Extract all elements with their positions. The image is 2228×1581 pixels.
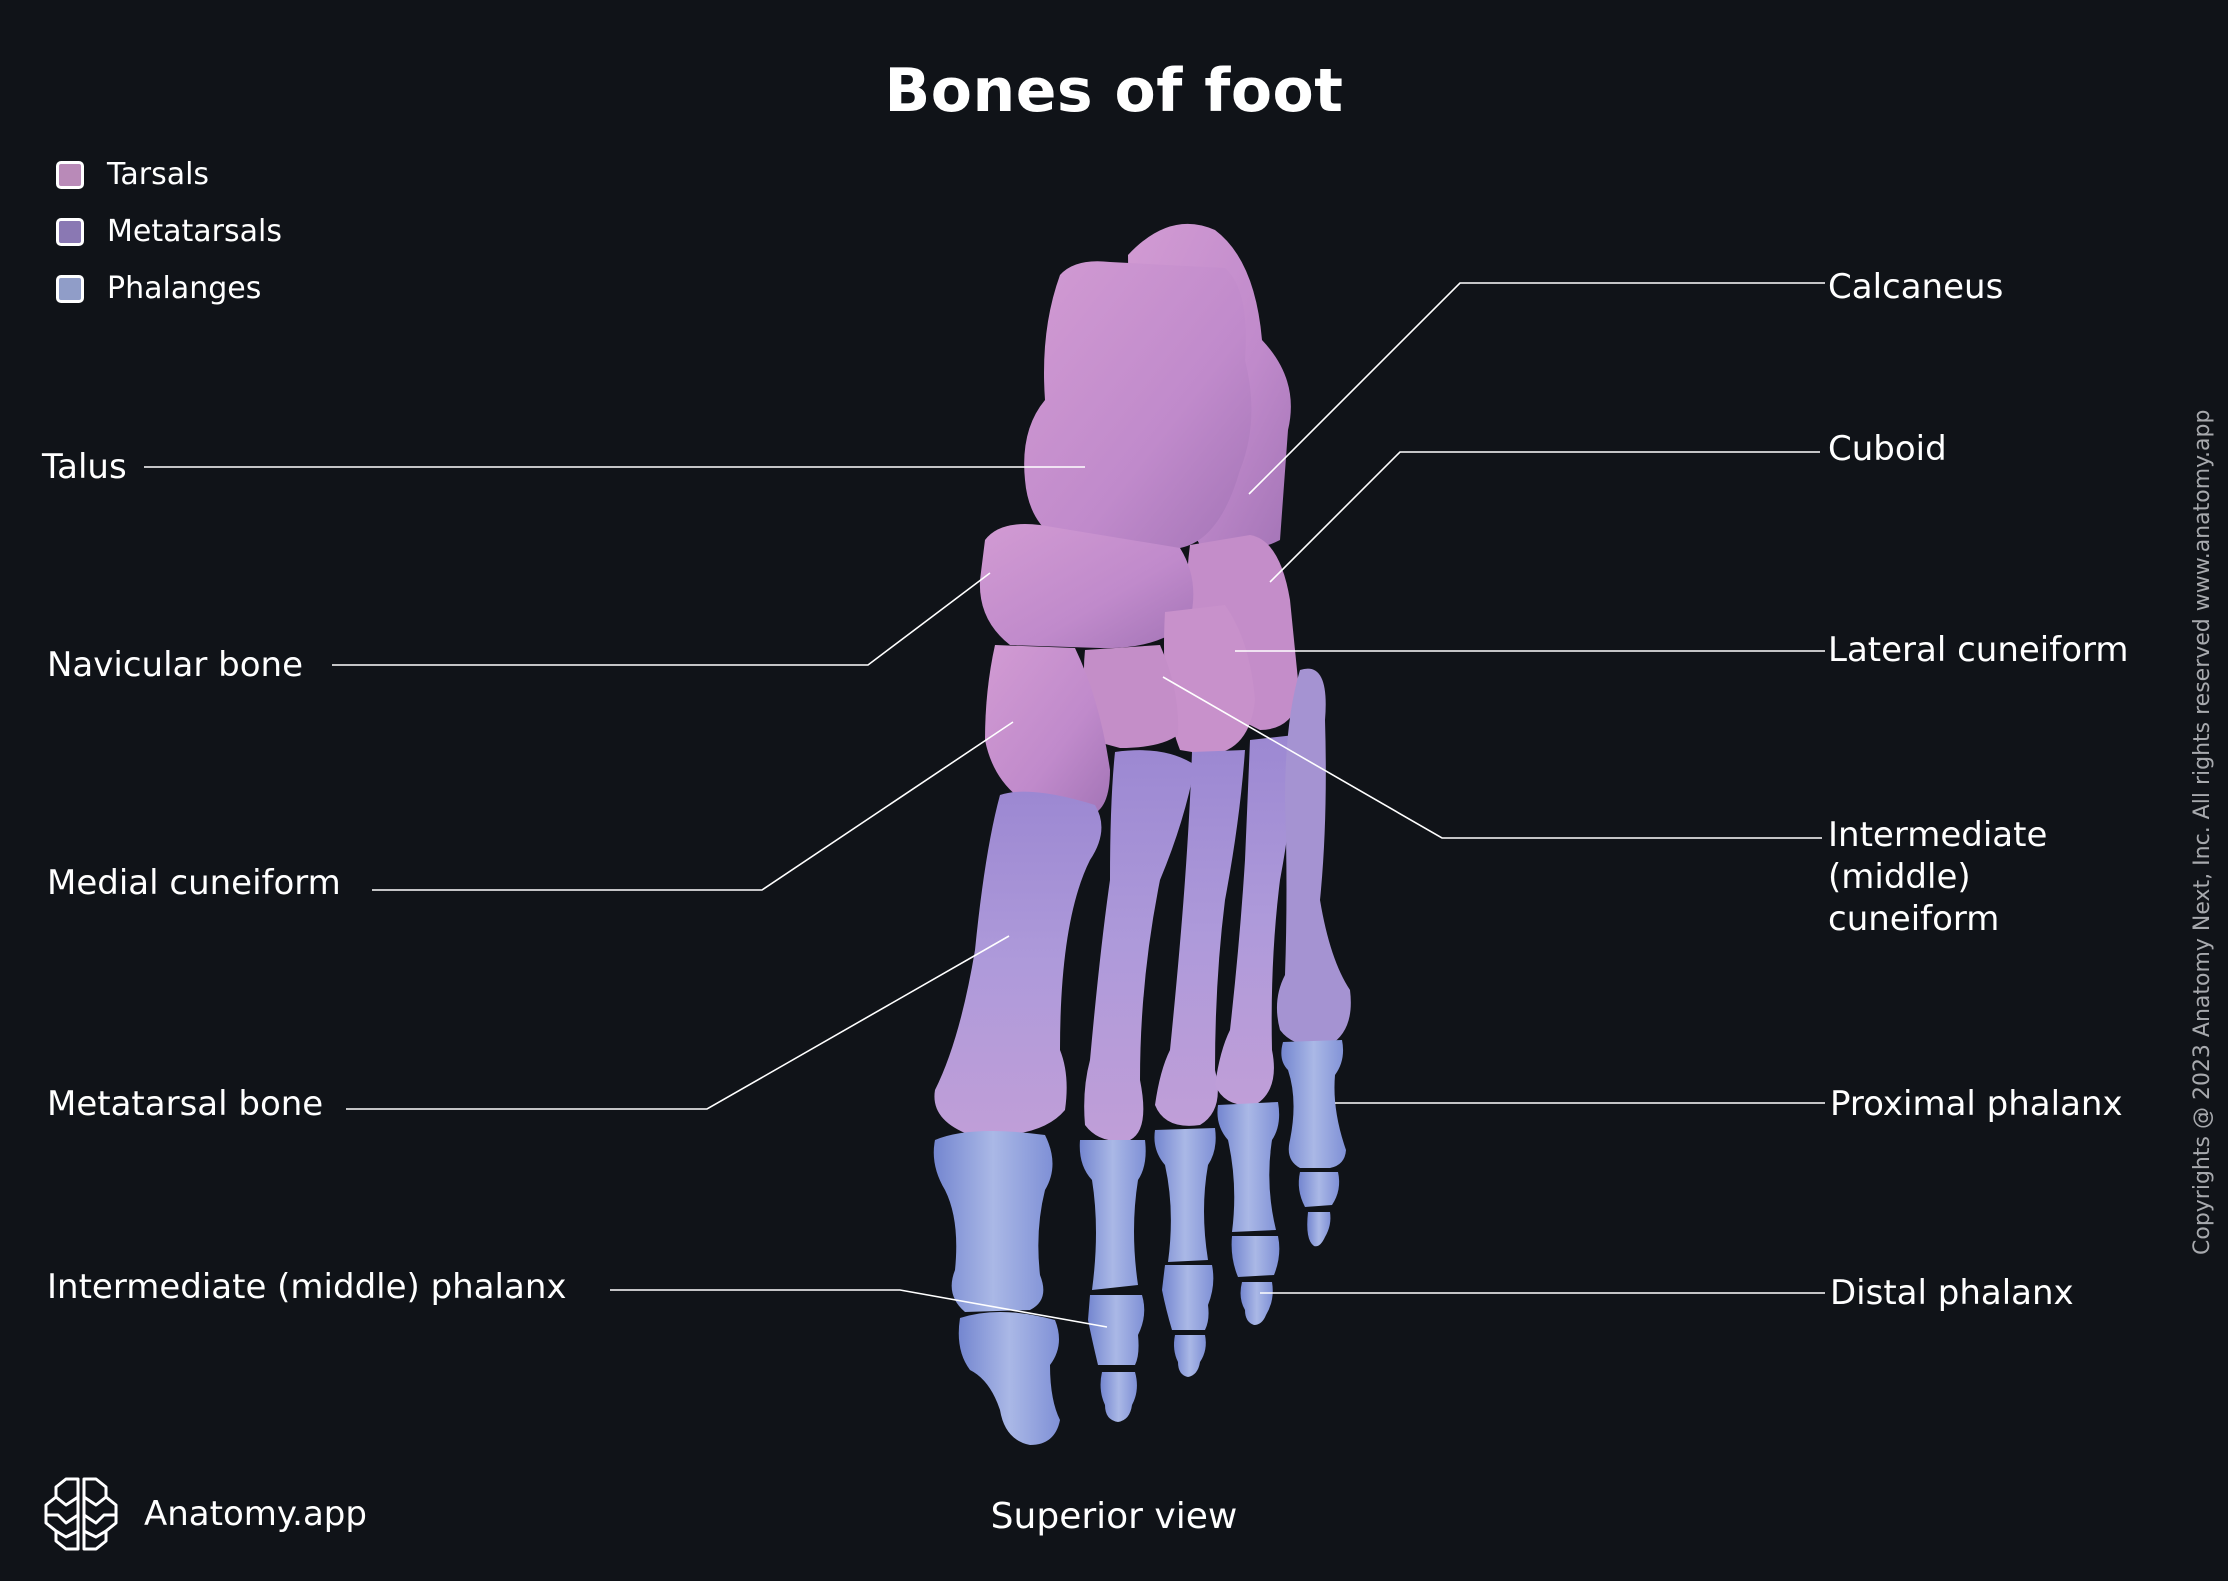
toe5-distal-phalanx xyxy=(1307,1212,1331,1247)
talus-bone xyxy=(1024,261,1252,552)
metatarsal-1-bone xyxy=(934,791,1102,1136)
view-caption: Superior view xyxy=(990,1496,1238,1537)
brand-name: Anatomy.app xyxy=(144,1494,367,1534)
phalanges-swatch xyxy=(56,274,84,303)
copyright-notice: Copyrights @ 2023 Anatomy Next, Inc. All… xyxy=(2190,409,2215,1255)
label-medial-cuneiform: Medial cuneiform xyxy=(47,863,341,903)
toe3-proximal-phalanx xyxy=(1154,1128,1216,1262)
label-calcaneus: Calcaneus xyxy=(1828,267,2004,307)
toe5-proximal-phalanx xyxy=(1281,1040,1346,1168)
label-metatarsal-bone: Metatarsal bone xyxy=(47,1084,324,1124)
metatarsal-2-bone xyxy=(1084,750,1195,1141)
legend-label: Tarsals xyxy=(107,157,210,192)
brand-logo[interactable]: Anatomy.app xyxy=(40,1475,367,1553)
toe2-middle-phalanx xyxy=(1088,1295,1145,1365)
label-lateral-cuneiform: Lateral cuneiform xyxy=(1828,630,2129,670)
toe3-middle-phalanx xyxy=(1162,1265,1214,1330)
metatarsal-5-bone xyxy=(1276,668,1351,1046)
toe3-distal-phalanx xyxy=(1174,1335,1206,1377)
legend-label: Phalanges xyxy=(107,271,262,306)
tarsals-swatch xyxy=(56,160,84,189)
hallux-distal-phalanx xyxy=(958,1311,1060,1445)
toe4-distal-phalanx xyxy=(1240,1282,1273,1325)
navicular-bone xyxy=(979,524,1194,649)
label-navicular-bone: Navicular bone xyxy=(47,645,303,685)
label-cuboid: Cuboid xyxy=(1828,429,1947,469)
label-distal-phalanx: Distal phalanx xyxy=(1830,1273,2074,1313)
metatarsal-4-bone xyxy=(1215,735,1295,1106)
label-intermediate-phalanx: Intermediate (middle) phalanx xyxy=(47,1267,567,1307)
brain-icon xyxy=(44,1477,118,1551)
toe2-proximal-phalanx xyxy=(1079,1140,1146,1290)
toe2-distal-phalanx xyxy=(1100,1372,1137,1422)
leader-lines xyxy=(144,282,1825,1328)
legend-label: Metatarsals xyxy=(107,214,282,249)
legend-item-tarsals: Tarsals xyxy=(56,146,282,203)
medial-cuneiform-bone xyxy=(985,645,1110,815)
page-title: Bones of foot xyxy=(884,56,1344,126)
legend-item-metatarsals: Metatarsals xyxy=(56,203,282,260)
toe4-middle-phalanx xyxy=(1231,1236,1280,1277)
toe4-proximal-phalanx xyxy=(1217,1102,1280,1232)
metatarsals-swatch xyxy=(56,217,84,246)
legend-item-phalanges: Phalanges xyxy=(56,260,282,317)
label-talus: Talus xyxy=(42,447,127,487)
label-proximal-phalanx: Proximal phalanx xyxy=(1830,1084,2123,1124)
intermediate-cuneiform-bone xyxy=(1083,645,1179,748)
legend: Tarsals Metatarsals Phalanges xyxy=(56,146,282,317)
toe5-middle-phalanx xyxy=(1298,1172,1340,1207)
label-intermediate-cuneiform: Intermediate (middle) cuneiform xyxy=(1828,815,2048,939)
metatarsal-3-bone xyxy=(1155,750,1245,1126)
hallux-proximal-phalanx xyxy=(933,1131,1053,1312)
